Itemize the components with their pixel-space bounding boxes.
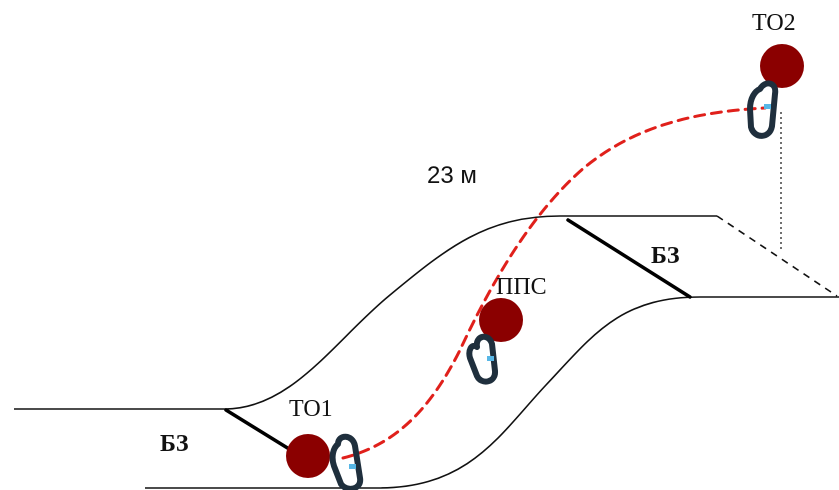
anchor-ball-icon (479, 298, 523, 342)
to1-label: ТО1 (289, 396, 333, 422)
lower-slope-line (145, 296, 839, 489)
carabiner-icon (466, 333, 498, 385)
pps-label: ППС (496, 274, 547, 300)
anchor-ball-icon (286, 434, 330, 478)
left-safety-zone-line (224, 408, 296, 454)
to2-anchor (747, 44, 804, 139)
carabiner-icon (329, 433, 364, 490)
terrain-lines (14, 112, 839, 489)
to2-label: ТО2 (752, 10, 796, 36)
anchor-ball-icon (760, 44, 804, 88)
distance-label: 23 м (427, 162, 477, 189)
carabiner-icon (747, 80, 779, 139)
upper-slope-line (14, 215, 717, 410)
right-safety-zone-line (566, 218, 692, 299)
right-bz-label: БЗ (651, 243, 680, 269)
pps-anchor (466, 298, 523, 385)
rope-path (341, 106, 767, 460)
upper-dashed-extension (716, 215, 838, 297)
to1-anchor (286, 433, 364, 490)
left-bz-label: БЗ (160, 431, 189, 457)
